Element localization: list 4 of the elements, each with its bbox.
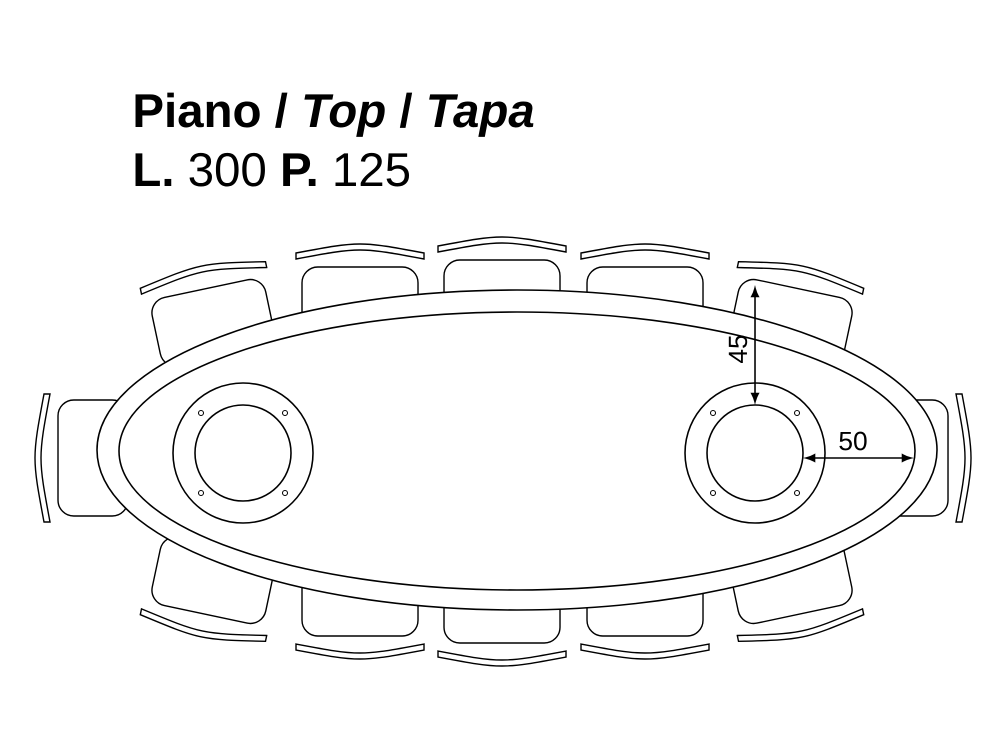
title: Piano / Top / Tapa xyxy=(136,92,534,137)
dimensions-text: L. 300 P. 125 xyxy=(136,152,410,186)
dimension-label: 45 xyxy=(728,335,748,364)
dimension-label: 50 xyxy=(839,432,867,450)
